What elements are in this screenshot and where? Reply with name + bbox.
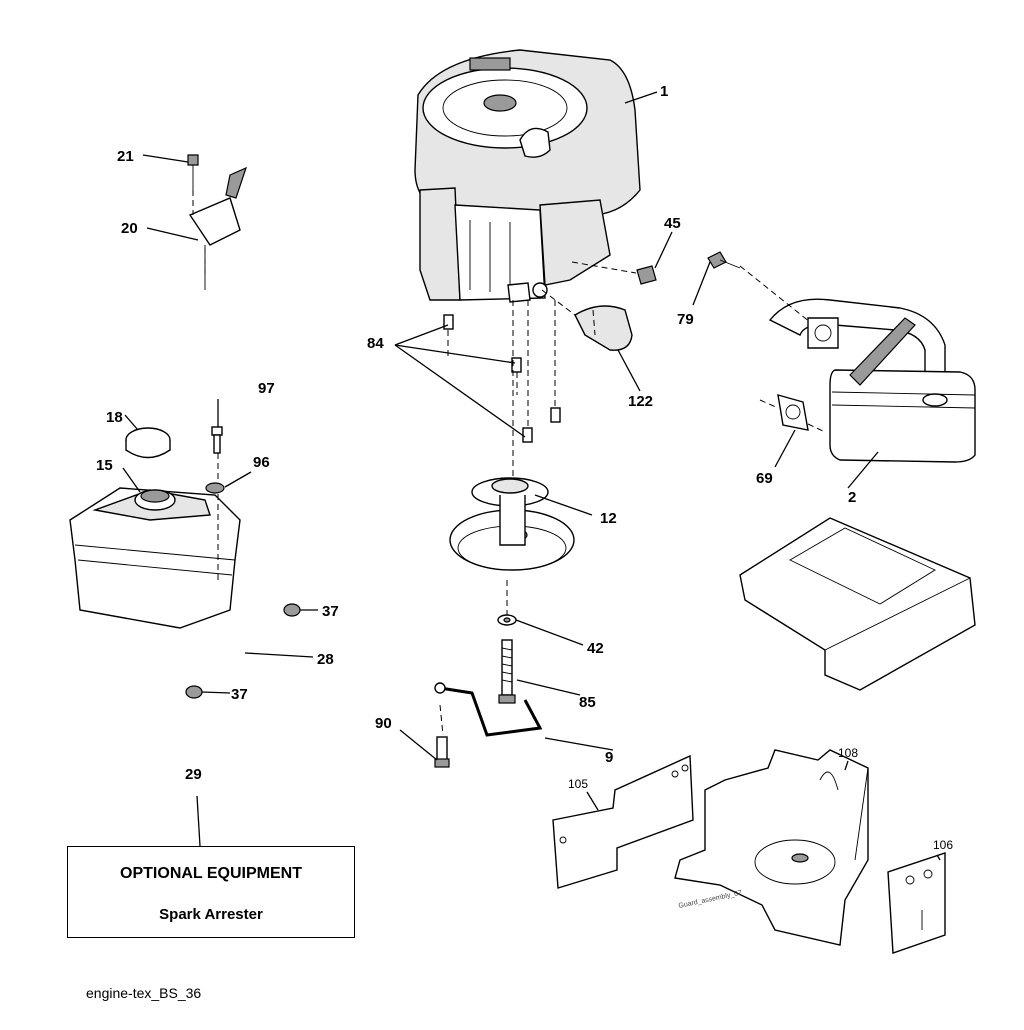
bolt-84-a-illustration [443,314,454,330]
panel-105-illustration [552,754,694,889]
washer-96-illustration [205,482,225,494]
heat-shield-illustration: Guard_assembly_07 [674,749,869,946]
optional-equipment-item: Spark Arrester [159,906,263,923]
bolt-90-illustration [434,736,450,768]
callout-28: 28 [317,651,334,668]
leader-lines [122,91,941,861]
muffler-illustration [768,298,976,463]
callout-9: 9 [605,749,613,766]
callouts: 1 2 9 12 15 18 20 21 28 29 37 37 42 45 6… [96,83,953,852]
callout-79: 79 [677,311,694,328]
callout-97: 97 [258,380,275,397]
throttle-control-illustration [188,166,247,290]
fuel-tank-illustration [69,487,241,629]
screw-21-illustration [187,154,199,190]
callout-37-bottom: 37 [231,686,248,703]
callout-21: 21 [117,148,134,165]
panel-106-illustration [887,852,946,954]
clamp-37-top-illustration [283,603,301,617]
nut-45-illustration [636,265,657,285]
callout-2: 2 [848,489,856,506]
engine-illustration [414,49,641,303]
callout-108: 108 [838,746,858,760]
callout-20: 20 [121,220,138,237]
fuel-line-illustration [199,611,291,689]
bolt-84-d-illustration [522,427,533,443]
bracket-122-illustration [574,305,633,351]
optional-equipment-title: OPTIONAL EQUIPMENT [120,865,302,882]
pulley-illustration [449,477,575,571]
optional-equipment-box: OPTIONAL EQUIPMENT Spark Arrester [67,846,355,938]
diagram-code: engine-tex_BS_36 [86,985,202,1001]
callout-37-top: 37 [322,603,339,620]
bolt-84-c-illustration [550,407,561,423]
callout-90: 90 [375,715,392,732]
rod-9-illustration [434,682,543,737]
callout-96: 96 [253,454,270,471]
bolt-85-illustration [498,639,516,704]
callout-84: 84 [367,335,384,352]
callout-42: 42 [587,640,604,657]
callout-69: 69 [756,470,773,487]
callout-12: 12 [600,510,617,527]
callout-106: 106 [933,838,953,852]
callout-18: 18 [106,409,123,426]
callout-122: 122 [628,393,653,410]
callout-15: 15 [96,457,113,474]
washer-42-illustration [497,614,517,626]
mounting-plate-illustration [739,517,976,691]
fuel-cap-illustration [125,427,171,459]
assembly-dash-lines [192,190,826,736]
callout-29: 29 [185,766,202,783]
callout-105: 105 [568,777,588,791]
heat-shield-marking: Guard_assembly_07 [678,890,743,910]
callout-1: 1 [660,83,668,100]
callout-45: 45 [664,215,681,232]
callout-85: 85 [579,694,596,711]
bolt-97-illustration [211,426,223,454]
clamp-37-bottom-illustration [185,685,203,699]
gasket-illustration [777,394,809,431]
bolt-79-illustration [707,251,741,269]
